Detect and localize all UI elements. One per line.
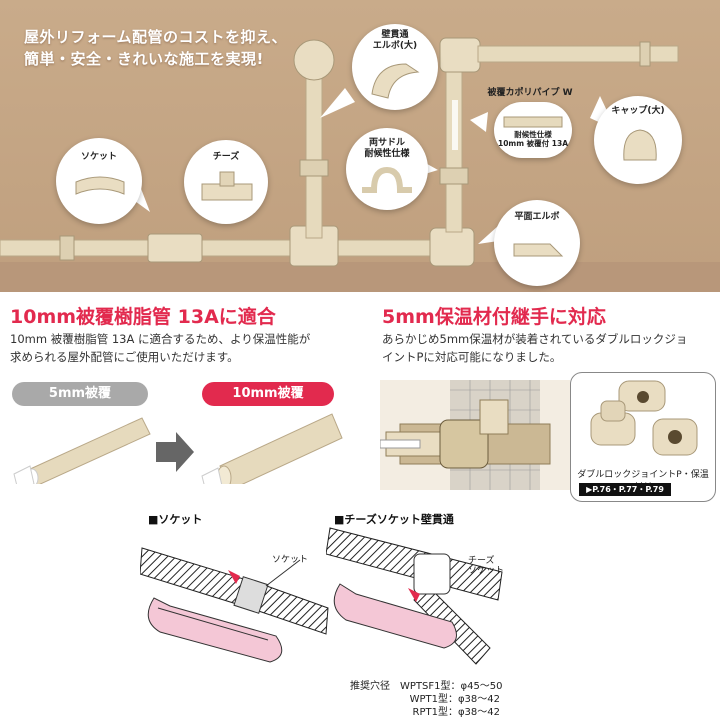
socket-diagram-label: ソケット <box>272 555 309 565</box>
cap-icon <box>623 129 657 161</box>
spec-row-1: WPTSF1型：φ45～50 <box>400 681 503 692</box>
flat-elbow-label: 平面エルボ <box>514 212 560 222</box>
tees-label-l2: ソケット <box>468 566 505 576</box>
cap-label: キャップ(大) <box>611 106 665 116</box>
flat-elbow-icon <box>513 243 564 257</box>
pipe-w-note: 耐候性仕様 10mm 被覆付 13A <box>494 130 572 148</box>
saddle-icon <box>362 166 412 193</box>
left-text-l2: 求められる屋外配管にご使用いただけます。 <box>10 350 239 364</box>
joint-callout: ダブルロックジョイントP・保温材付 ▶P.76・P.77・P.79 <box>570 372 716 502</box>
spec-row-2: WPT1型：φ38～42 <box>409 694 500 705</box>
pipe-comparison <box>13 413 343 484</box>
hero-banner: 屋外リフォーム配管のコストを抑え、 簡単・安全・きれいな施工を実現! ソケット … <box>0 0 720 292</box>
pipe-note-l1: 耐候性仕様 <box>514 130 552 139</box>
tees-bubble: チーズ <box>184 140 268 224</box>
page-ref-badge: ▶P.76・P.77・P.79 <box>579 483 671 496</box>
tees-diagram <box>326 527 503 665</box>
insert-arrow-icon <box>228 570 240 584</box>
headline-line2: 簡単・安全・きれいな施工を実現! <box>24 50 264 68</box>
socket-label: ソケット <box>80 152 117 162</box>
spec-table: WPTSF1型：φ45～50 WPT1型：φ38～42 RPT1型：φ38～42 <box>400 680 503 719</box>
pipe-note-l2: 10mm 被覆付 13A <box>497 139 569 148</box>
arrow-icon <box>156 432 194 472</box>
headline-line1: 屋外リフォーム配管のコストを抑え、 <box>24 28 288 46</box>
pipe-w-callout: 被覆カポリパイプ W 耐候性仕様 10mm 被覆付 13A <box>480 88 580 168</box>
socket-diagram <box>140 547 329 663</box>
pipe-w-bubble: 耐候性仕様 10mm 被覆付 13A <box>494 102 572 158</box>
left-section-text: 10mm 被覆樹脂管 13A に適合するため、より保温性能が 求められる屋外配管… <box>10 330 350 366</box>
saddle-bubble: 両サドル 耐候性仕様 <box>346 128 428 210</box>
saddle-label: 両サドル 耐候性仕様 <box>346 138 428 160</box>
pill-10mm: 10mm被覆 <box>202 382 334 406</box>
wall-elbow-label: 壁貫通 エルボ(大) <box>352 30 438 52</box>
left-section-title: 10mm被覆樹脂管 13Aに適合 <box>10 306 276 328</box>
pill-5mm: 5mm被覆 <box>12 382 148 406</box>
tees-diagram-title: ■チーズソケット壁貫通 <box>334 513 454 526</box>
tees-label-l1: チーズ <box>468 556 495 566</box>
socket-icon <box>75 176 125 195</box>
insert-arrow-icon-2 <box>408 588 420 602</box>
flat-elbow-bubble: 平面エルボ <box>494 200 580 286</box>
tees-label: チーズ <box>212 152 240 162</box>
cap-bubble: キャップ(大) <box>594 96 682 184</box>
pipe-w-label: 被覆カポリパイプ W <box>487 88 573 98</box>
saddle-label-l1: 両サドル <box>368 138 405 148</box>
right-section-title: 5mm保温材付継手に対応 <box>382 306 606 328</box>
spec-heading: 推奨穴径 <box>350 681 390 692</box>
right-text-l1: あらかじめ5mm保温材が装着されているダブルロックジョ <box>382 332 688 346</box>
wall-elbow-icon <box>371 63 420 99</box>
tees-icon <box>201 171 253 201</box>
pipe-w-icon <box>503 116 563 128</box>
right-section-text: あらかじめ5mm保温材が装着されているダブルロックジョ イントPに対応可能になり… <box>382 330 717 366</box>
joint-cutaway-illustration <box>380 380 570 490</box>
socket-diagram-title: ■ソケット <box>148 513 203 526</box>
saddle-label-l2: 耐候性仕様 <box>364 149 410 159</box>
wall-elbow-bubble: 壁貫通 エルボ(大) <box>352 24 438 110</box>
spec-row-3: RPT1型：φ38～42 <box>412 707 501 718</box>
wall-elbow-label-l2: エルボ(大) <box>372 41 418 51</box>
socket-bubble: ソケット <box>56 138 142 224</box>
pipe-10mm-illustration <box>201 413 343 484</box>
right-text-l2: イントPに対応可能になりました。 <box>382 350 562 364</box>
left-text-l1: 10mm 被覆樹脂管 13A に適合するため、より保温性能が <box>10 332 311 346</box>
wall-elbow-label-l1: 壁貫通 <box>381 30 409 40</box>
tees-diagram-label: チーズ ソケット <box>468 556 504 576</box>
hero-headline: 屋外リフォーム配管のコストを抑え、 簡単・安全・きれいな施工を実現! <box>24 26 287 70</box>
double-lock-joint-icons <box>590 380 698 456</box>
pipe-5mm-illustration <box>13 417 151 484</box>
